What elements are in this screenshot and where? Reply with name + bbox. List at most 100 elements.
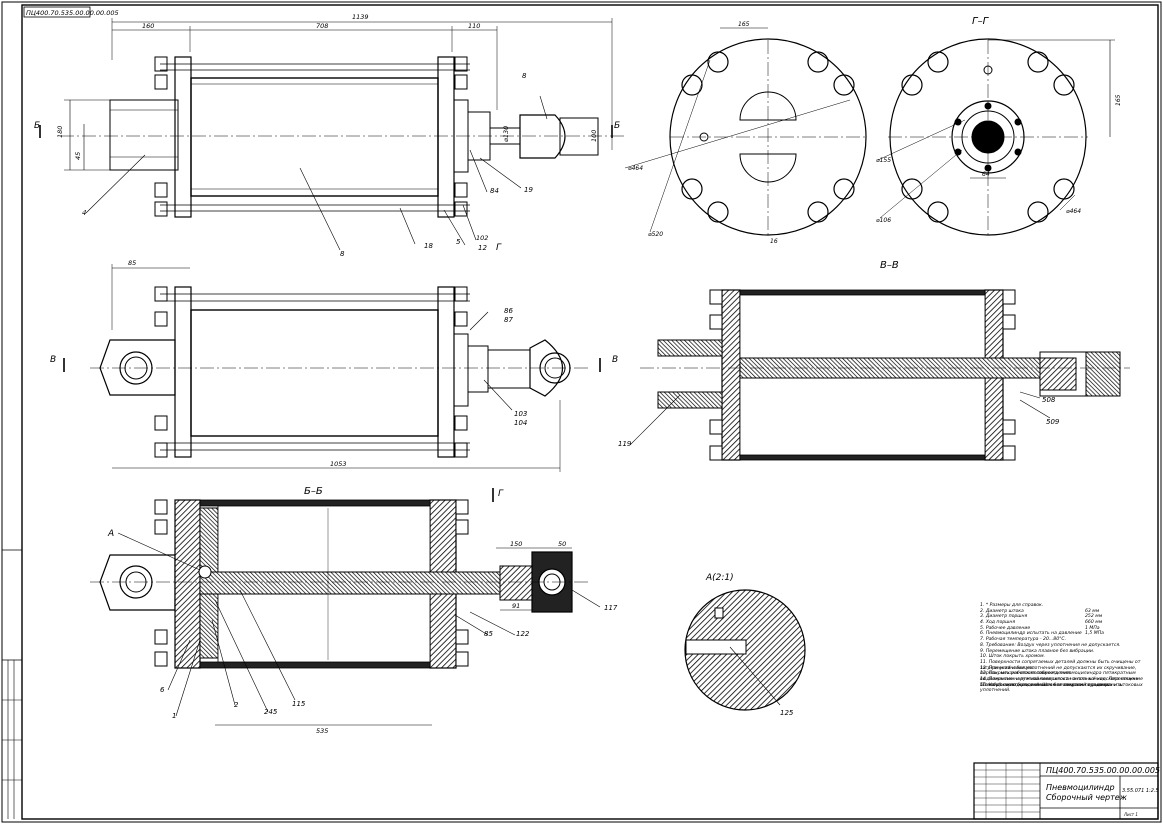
requirement-text: 3. Диаметр поршня [980, 614, 1028, 620]
view-end-right-labels: Г–Г 165 64 ⌀155 ⌀106 ⌀464 [876, 16, 1122, 224]
dim-total: 1139 [352, 13, 369, 21]
dim-b: 708 [316, 22, 328, 30]
detail-mark-a: А [107, 529, 114, 539]
dim-d130: ⌀130 [502, 126, 510, 142]
section-mark-b-right: Б [614, 121, 620, 131]
dim-180: 180 [56, 126, 64, 138]
title-block [973, 762, 1159, 820]
callout-245: 245 [264, 708, 278, 716]
callout-2: 2 [234, 701, 239, 709]
dim-100: 100 [590, 130, 598, 142]
requirement-text: 4. Ход поршня [980, 620, 1016, 626]
dim-150: 150 [510, 540, 522, 548]
dim-50: 50 [558, 540, 566, 548]
dim-1053: 1053 [330, 460, 347, 468]
dim-165: 165 [738, 21, 750, 28]
view-top-labels: 1139 160 708 110 180 45 ⌀130 100 Б Б 4 8… [34, 13, 620, 258]
requirement-text: 10. Шток покрыть хромом. [980, 654, 1046, 660]
sheet-number: Лист 1 [1123, 812, 1138, 817]
dim-91: 91 [512, 602, 520, 610]
requirement-text: 8. Требование: Воздух через уплотнения н… [980, 642, 1121, 648]
view-end-left [624, 27, 867, 236]
requirement-item: 11. Поверхности сопрягаемых деталей долж… [980, 660, 1156, 671]
detail-title: А(2:1) [705, 573, 734, 583]
dim-d464b: ⌀464 [1066, 208, 1081, 215]
dim-16: 16 [770, 238, 778, 245]
requirement-item: 12. При установке уплотнений не допускаю… [980, 666, 1156, 677]
callout-5: 5 [456, 238, 461, 246]
callout-1: 1 [172, 712, 176, 720]
dim-d520: ⌀520 [648, 231, 663, 238]
top-left-code-box: ПЦ400.70.535.00.00.00.005 [23, 6, 119, 18]
dim-165b: 165 [1115, 94, 1122, 106]
callout-84: 84 [490, 187, 499, 195]
requirement-text: 7. Рабочая температура - 20...80°С. [980, 637, 1067, 643]
view-end-left-labels: 165 ⌀464 ⌀520 16 [628, 21, 778, 245]
callout-125: 125 [780, 709, 794, 717]
detail-a-labels: А(2:1) 125 [705, 573, 794, 717]
requirement-text: 2. Диаметр штока [980, 608, 1024, 614]
view-top-elevation [39, 18, 625, 251]
view-g-title: Г–Г [972, 16, 990, 27]
requirement-value: 1 МПа [1085, 625, 1100, 631]
callout-508: 508 [1042, 396, 1056, 404]
requirement-value: 63 мм [1085, 608, 1100, 614]
view-section-v [599, 289, 1130, 461]
dim-535: 535 [316, 727, 328, 735]
requirement-item: 8. Требование: Воздух через уплотнения н… [980, 643, 1156, 649]
view-side-elevation [63, 264, 590, 472]
requirement-item: 7. Рабочая температура - 20...80°С. [980, 637, 1156, 643]
dim-a: 160 [142, 22, 154, 30]
callout-119: 119 [618, 440, 632, 448]
title-block-text: ПЦ400.70.535.00.00.00.005 Пневмоцилиндр … [1046, 766, 1160, 817]
detail-a [684, 589, 806, 711]
callout-117: 117 [604, 604, 618, 612]
view-section-b [90, 488, 601, 726]
requirement-item: 13. Покрыть работоспособность пневмоцили… [980, 671, 1156, 687]
section-mark-v-right: В [612, 355, 618, 365]
requirement-text: 1. * Размеры для справок. [980, 603, 1044, 608]
callout-122: 122 [516, 630, 530, 638]
callout-87: 87 [504, 316, 513, 324]
requirement-text: 14. Покрытие наружной поверхности эмаль … [980, 676, 1139, 688]
callout-6: 6 [160, 686, 165, 694]
requirement-item: 9. Перемещение штока плавное без вибраци… [980, 649, 1156, 655]
view-b-title: Б–Б [304, 486, 323, 497]
designation: ПЦ400.70.535.00.00.00.005 [1046, 766, 1160, 775]
requirement-text: 11. Поверхности сопрягаемых деталей долж… [980, 659, 1141, 671]
requirement-text: 12. При установке уплотнений не допускаю… [980, 665, 1137, 677]
callout-4: 4 [82, 209, 86, 217]
view-v-title: В–В [880, 260, 899, 271]
technical-requirements: 1. * Размеры для справок.2. Диаметр шток… [980, 603, 1156, 694]
requirement-item: 10. Шток покрыть хромом. [980, 654, 1156, 660]
section-mark-g-bottom: Г [498, 489, 504, 499]
requirement-text: 9. Перемещение штока плавное без вибраци… [980, 648, 1095, 654]
callout-85: 85 [484, 630, 493, 638]
view-section-b-labels: Б–Б 535 150 50 91 А Г 117 122 85 6 1 2 2… [107, 486, 618, 735]
title-line-2: Сборочный чертеж [1046, 793, 1128, 802]
callout-18: 18 [424, 242, 433, 250]
callout-86: 86 [504, 307, 513, 315]
dim-d106: ⌀106 [876, 217, 891, 224]
dim-45: 45 [74, 152, 82, 160]
dim-d155: ⌀155 [876, 157, 891, 164]
requirement-item: 2. Диаметр штока 63 мм [980, 609, 1156, 615]
dim-d464: ⌀464 [628, 165, 643, 172]
requirement-item: 14. Покрытие наружной поверхности эмаль … [980, 677, 1156, 688]
requirement-item: 15. Узловые подсоединения с комплектом п… [980, 683, 1156, 694]
requirement-text: 15. Узловые подсоединения с комплектом п… [980, 682, 1143, 694]
view-section-v-labels: В–В В 119 508 509 [612, 260, 1060, 448]
callout-103: 103 [514, 410, 527, 418]
requirement-item: 1. * Размеры для справок. [980, 603, 1156, 609]
section-mark-g: Г [496, 243, 502, 253]
view-end-right [877, 38, 1115, 236]
section-mark-b-left: Б [34, 121, 40, 131]
callout-8-eye: 8 [522, 72, 527, 80]
dim-c: 110 [468, 22, 480, 30]
requirement-text: 13. Покрыть работоспособность пневмоцили… [980, 671, 1143, 688]
callout-509: 509 [1046, 418, 1060, 426]
top-left-code: ПЦ400.70.535.00.00.00.005 [26, 9, 119, 17]
